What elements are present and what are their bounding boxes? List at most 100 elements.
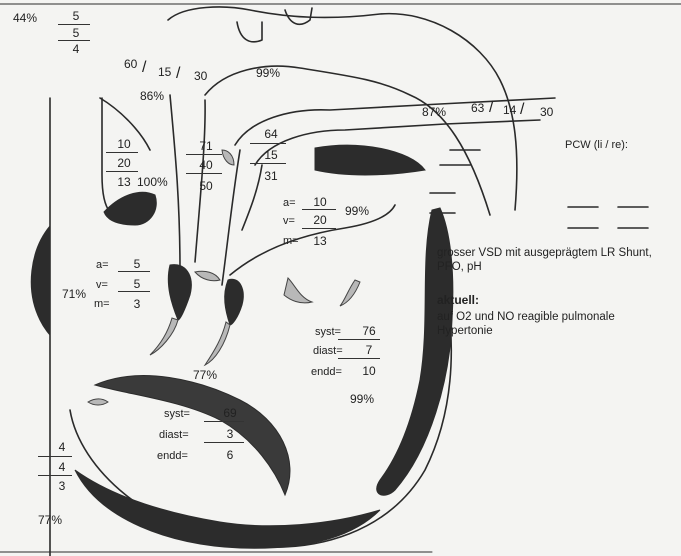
pct-top-left: 44%	[13, 12, 37, 24]
aortic-arch-outer	[168, 7, 517, 210]
rv-rule-1	[204, 421, 244, 422]
pa-left-rule-1	[186, 154, 222, 155]
lv-endd: 10	[357, 365, 381, 377]
la-v-label: v=	[283, 216, 295, 227]
la-m-label: m=	[283, 236, 299, 247]
la-m: 13	[308, 235, 332, 247]
aorta-sep-1: /	[142, 60, 146, 76]
rv-diast-label: diast=	[159, 430, 189, 441]
lv-syst: 76	[357, 325, 381, 337]
pa-left-n2: 40	[194, 159, 218, 171]
la-rule-1	[302, 209, 336, 210]
svc-n2: 20	[112, 157, 136, 169]
ventricle-bottom-wall	[75, 470, 380, 548]
la-a-label: a=	[283, 198, 296, 209]
ascending-aorta-left	[170, 95, 180, 270]
svc-n1: 10	[112, 138, 136, 150]
diagnosis-note: grosser VSD mit ausgeprägtem LR Shunt, P…	[437, 246, 677, 274]
mitral-leaflet	[225, 279, 244, 325]
pa-right-n2: 15	[259, 149, 283, 161]
lv-rule-1	[338, 339, 380, 340]
pa-right-rule-1	[250, 143, 286, 144]
valve-cusp-4	[284, 278, 312, 303]
rv-syst: 69	[218, 407, 242, 419]
tricuspid-leaflet-left	[168, 265, 191, 320]
pa-left-rule-2	[186, 173, 222, 174]
svc-rule-1	[106, 152, 138, 153]
ra-rule-2	[118, 291, 150, 292]
svc-valve	[104, 192, 156, 225]
aorta-v2: 15	[158, 66, 171, 78]
top-left-n1: 5	[64, 10, 88, 22]
la-wall	[315, 145, 425, 175]
pa-stem-left	[222, 150, 240, 285]
lv-rule-2	[338, 358, 380, 359]
valve-cusp-3	[195, 271, 220, 280]
ra-m-label: m=	[94, 299, 110, 310]
svc-pct: 100%	[137, 176, 168, 188]
pa-sep-2: /	[520, 102, 524, 118]
ra-m: 3	[125, 298, 149, 310]
la-v: 20	[308, 214, 332, 226]
ivc-n1: 4	[50, 441, 74, 453]
ra-v: 5	[125, 278, 149, 290]
ivc-rule-2	[38, 475, 72, 476]
pa-left-n3: 50	[194, 180, 218, 192]
ra-v-label: v=	[96, 280, 108, 291]
rv-pct: 77%	[193, 369, 217, 381]
rv-syst-label: syst=	[164, 409, 190, 420]
aorta-sep-2: /	[176, 66, 180, 82]
aorta-pct: 99%	[256, 67, 280, 79]
ra-rule-1	[118, 271, 150, 272]
lv-endd-label: endd=	[311, 367, 342, 378]
svc-n3: 13	[112, 176, 136, 188]
aorta-v1: 60	[124, 58, 137, 70]
valve-cusp-7	[222, 150, 234, 165]
lv-diast: 7	[357, 344, 381, 356]
rv-diast: 3	[218, 428, 242, 440]
top-left-rule-2	[58, 40, 90, 41]
top-left-n2: 5	[64, 27, 88, 39]
valve-cusp-5	[340, 280, 360, 306]
pa-sep-1: /	[489, 100, 493, 116]
ivc-n3: 3	[50, 480, 74, 492]
aorta-v3: 30	[194, 70, 207, 82]
pa-v3: 30	[540, 106, 553, 118]
pa-left-n1: 71	[194, 140, 218, 152]
note-heading: aktuell:	[437, 294, 479, 306]
rv-endd: 6	[218, 449, 242, 461]
ra-a-label: a=	[96, 260, 109, 271]
lv-pct: 99%	[350, 393, 374, 405]
ra-wall-left	[31, 226, 50, 335]
ivc-pct: 77%	[38, 514, 62, 526]
arch-vessel-1	[237, 22, 262, 42]
lv-diast-label: diast=	[313, 346, 343, 357]
valve-cusp-2	[205, 322, 230, 365]
valve-cusp-6	[88, 399, 108, 405]
pcw-label: PCW (li / re):	[565, 140, 628, 151]
pa-v2: 14	[503, 104, 516, 116]
lv-syst-label: syst=	[315, 327, 341, 338]
pa-pct: 87%	[422, 106, 446, 118]
ra-pct: 71%	[62, 288, 86, 300]
pa-right-n1: 64	[259, 128, 283, 140]
ivc-rule-1	[38, 456, 72, 457]
ivc-n2: 4	[50, 461, 74, 473]
la-a: 10	[308, 196, 332, 208]
svc-outline-right	[102, 98, 110, 212]
pa-right-n3: 31	[259, 170, 283, 182]
svc-rule-2	[106, 171, 138, 172]
pct-86: 86%	[140, 90, 164, 102]
valve-cusp-1	[150, 318, 178, 355]
la-rule-2	[302, 228, 336, 229]
rv-rule-2	[204, 442, 244, 443]
pa-v1: 63	[471, 102, 484, 114]
top-left-rule-1	[58, 24, 90, 25]
ra-a: 5	[125, 258, 149, 270]
note-body: auf O2 und NO reagible pulmonale Hyperto…	[437, 310, 673, 338]
septum	[95, 376, 290, 495]
rv-endd-label: endd=	[157, 451, 188, 462]
top-left-n3: 4	[64, 43, 88, 55]
pa-right-rule-2	[250, 163, 286, 164]
